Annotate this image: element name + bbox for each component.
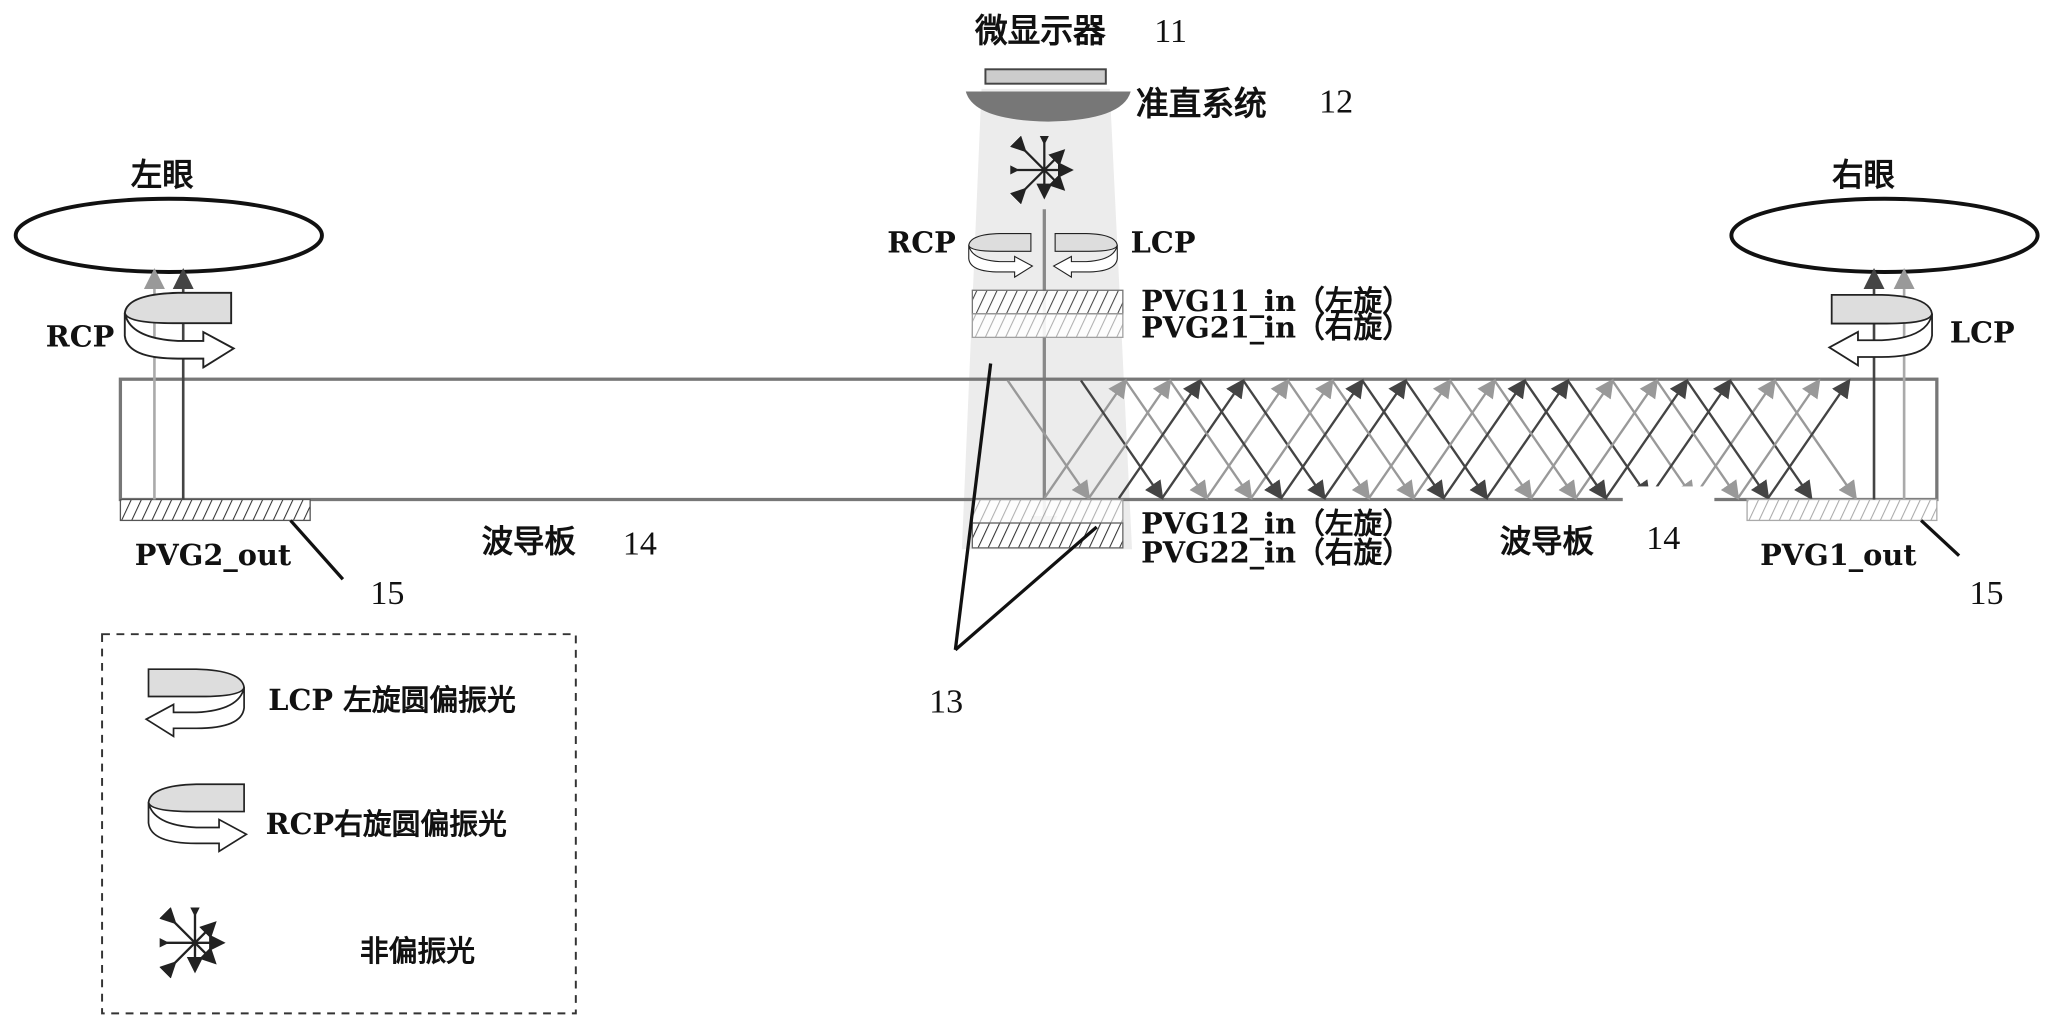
- leader-15-right: [1921, 520, 1959, 555]
- lcp-label-top: LCP: [1131, 225, 1196, 259]
- ray-segment: [1576, 381, 1657, 499]
- ray-segment: [1568, 381, 1649, 499]
- micro-display: [985, 69, 1105, 83]
- lcp-label-right: LCP: [1950, 316, 2015, 350]
- collimator-label: 准直系统: [1136, 84, 1267, 123]
- ray-segment: [1362, 381, 1443, 499]
- waveguide-label-right: 波导板: [1500, 524, 1595, 560]
- ray-segment: [1730, 381, 1811, 499]
- ray-segment: [1162, 381, 1243, 499]
- ray-segment: [1443, 381, 1524, 499]
- light-rays: [1008, 381, 1856, 499]
- pvg22-in-grating: [972, 523, 1122, 548]
- right-eye-label: 右眼: [1832, 158, 1895, 194]
- ray-segment: [1207, 381, 1288, 499]
- ray-segment: [1687, 381, 1768, 499]
- legend: LCP 左旋圆偏振光 RCP右旋圆偏振光 非偏振光: [102, 634, 576, 1013]
- ref-15-left: 15: [370, 575, 404, 612]
- ray-segment: [1531, 381, 1612, 499]
- legend-rcp-text: RCP右旋圆偏振光: [266, 807, 507, 841]
- ray-segment: [1612, 381, 1693, 499]
- ray-segment: [1369, 381, 1450, 499]
- ray-segment: [1406, 381, 1487, 499]
- ray-segment: [1243, 381, 1324, 499]
- leader-15-left: [291, 520, 343, 579]
- ray-segment: [1768, 381, 1849, 499]
- micro-display-label: 微显示器: [974, 11, 1106, 50]
- legend-lcp-icon: [146, 669, 244, 736]
- lcp-icon-right: [1829, 295, 1932, 365]
- ray-segment: [1125, 381, 1206, 499]
- ray-segment: [1487, 381, 1568, 499]
- rcp-label-top: RCP: [887, 225, 955, 259]
- ray-segment: [1324, 381, 1405, 499]
- ray-segment: [1332, 381, 1413, 499]
- collimator-ref: 12: [1319, 83, 1353, 120]
- ray-segment: [1450, 381, 1531, 499]
- pvg22-label: PVG22_in（右旋）: [1141, 535, 1411, 569]
- legend-lcp-text: LCP 左旋圆偏振光: [268, 683, 516, 717]
- ray-segment: [1525, 381, 1606, 499]
- ray-segment: [1413, 381, 1494, 499]
- ray-segment: [1606, 381, 1687, 499]
- ray-segment: [1738, 381, 1819, 499]
- ray-segment: [1251, 381, 1332, 499]
- left-eye-label: 左眼: [131, 158, 194, 194]
- legend-unpolarized-text: 非偏振光: [360, 934, 475, 968]
- waveguide-ref-left: 14: [623, 525, 657, 562]
- unpolarized-light-icon: [1017, 143, 1071, 197]
- ray-segment: [1775, 381, 1856, 499]
- ray-segment: [1495, 381, 1576, 499]
- ref-13: 13: [929, 684, 963, 721]
- rcp-icon-left: [125, 293, 234, 368]
- ray-segment: [1170, 381, 1251, 499]
- ray-segment: [1649, 381, 1730, 499]
- ray-segment: [1288, 381, 1369, 499]
- ray-segment: [1281, 381, 1362, 499]
- ray-segment: [1119, 381, 1200, 499]
- pvg1-out-label: PVG1_out: [1760, 538, 1917, 572]
- legend-unpolarized-icon: [167, 915, 224, 971]
- right-eye: [1731, 199, 2037, 272]
- micro-display-ref: 11: [1154, 13, 1187, 50]
- ray-segment: [1693, 381, 1774, 499]
- ray-segment: [1657, 381, 1738, 499]
- pvg12-in-grating: [972, 500, 1122, 524]
- waveguide-ref-right: 14: [1646, 520, 1680, 557]
- waveguide-label-left: 波导板: [482, 524, 577, 560]
- ray-segment: [1200, 381, 1281, 499]
- ref-15-right: 15: [1970, 575, 2004, 612]
- left-eye: [16, 199, 322, 272]
- legend-rcp-icon: [149, 784, 247, 851]
- pvg21-label: PVG21_in（右旋）: [1141, 310, 1411, 344]
- rcp-label-left: RCP: [46, 320, 114, 354]
- pvg2-out-grating: [120, 500, 310, 521]
- pvg11-in-grating: [972, 290, 1122, 314]
- pvg21-in-grating: [972, 314, 1122, 338]
- pvg2-out-label: PVG2_out: [135, 538, 292, 572]
- pvg1-out-grating: [1747, 500, 1937, 521]
